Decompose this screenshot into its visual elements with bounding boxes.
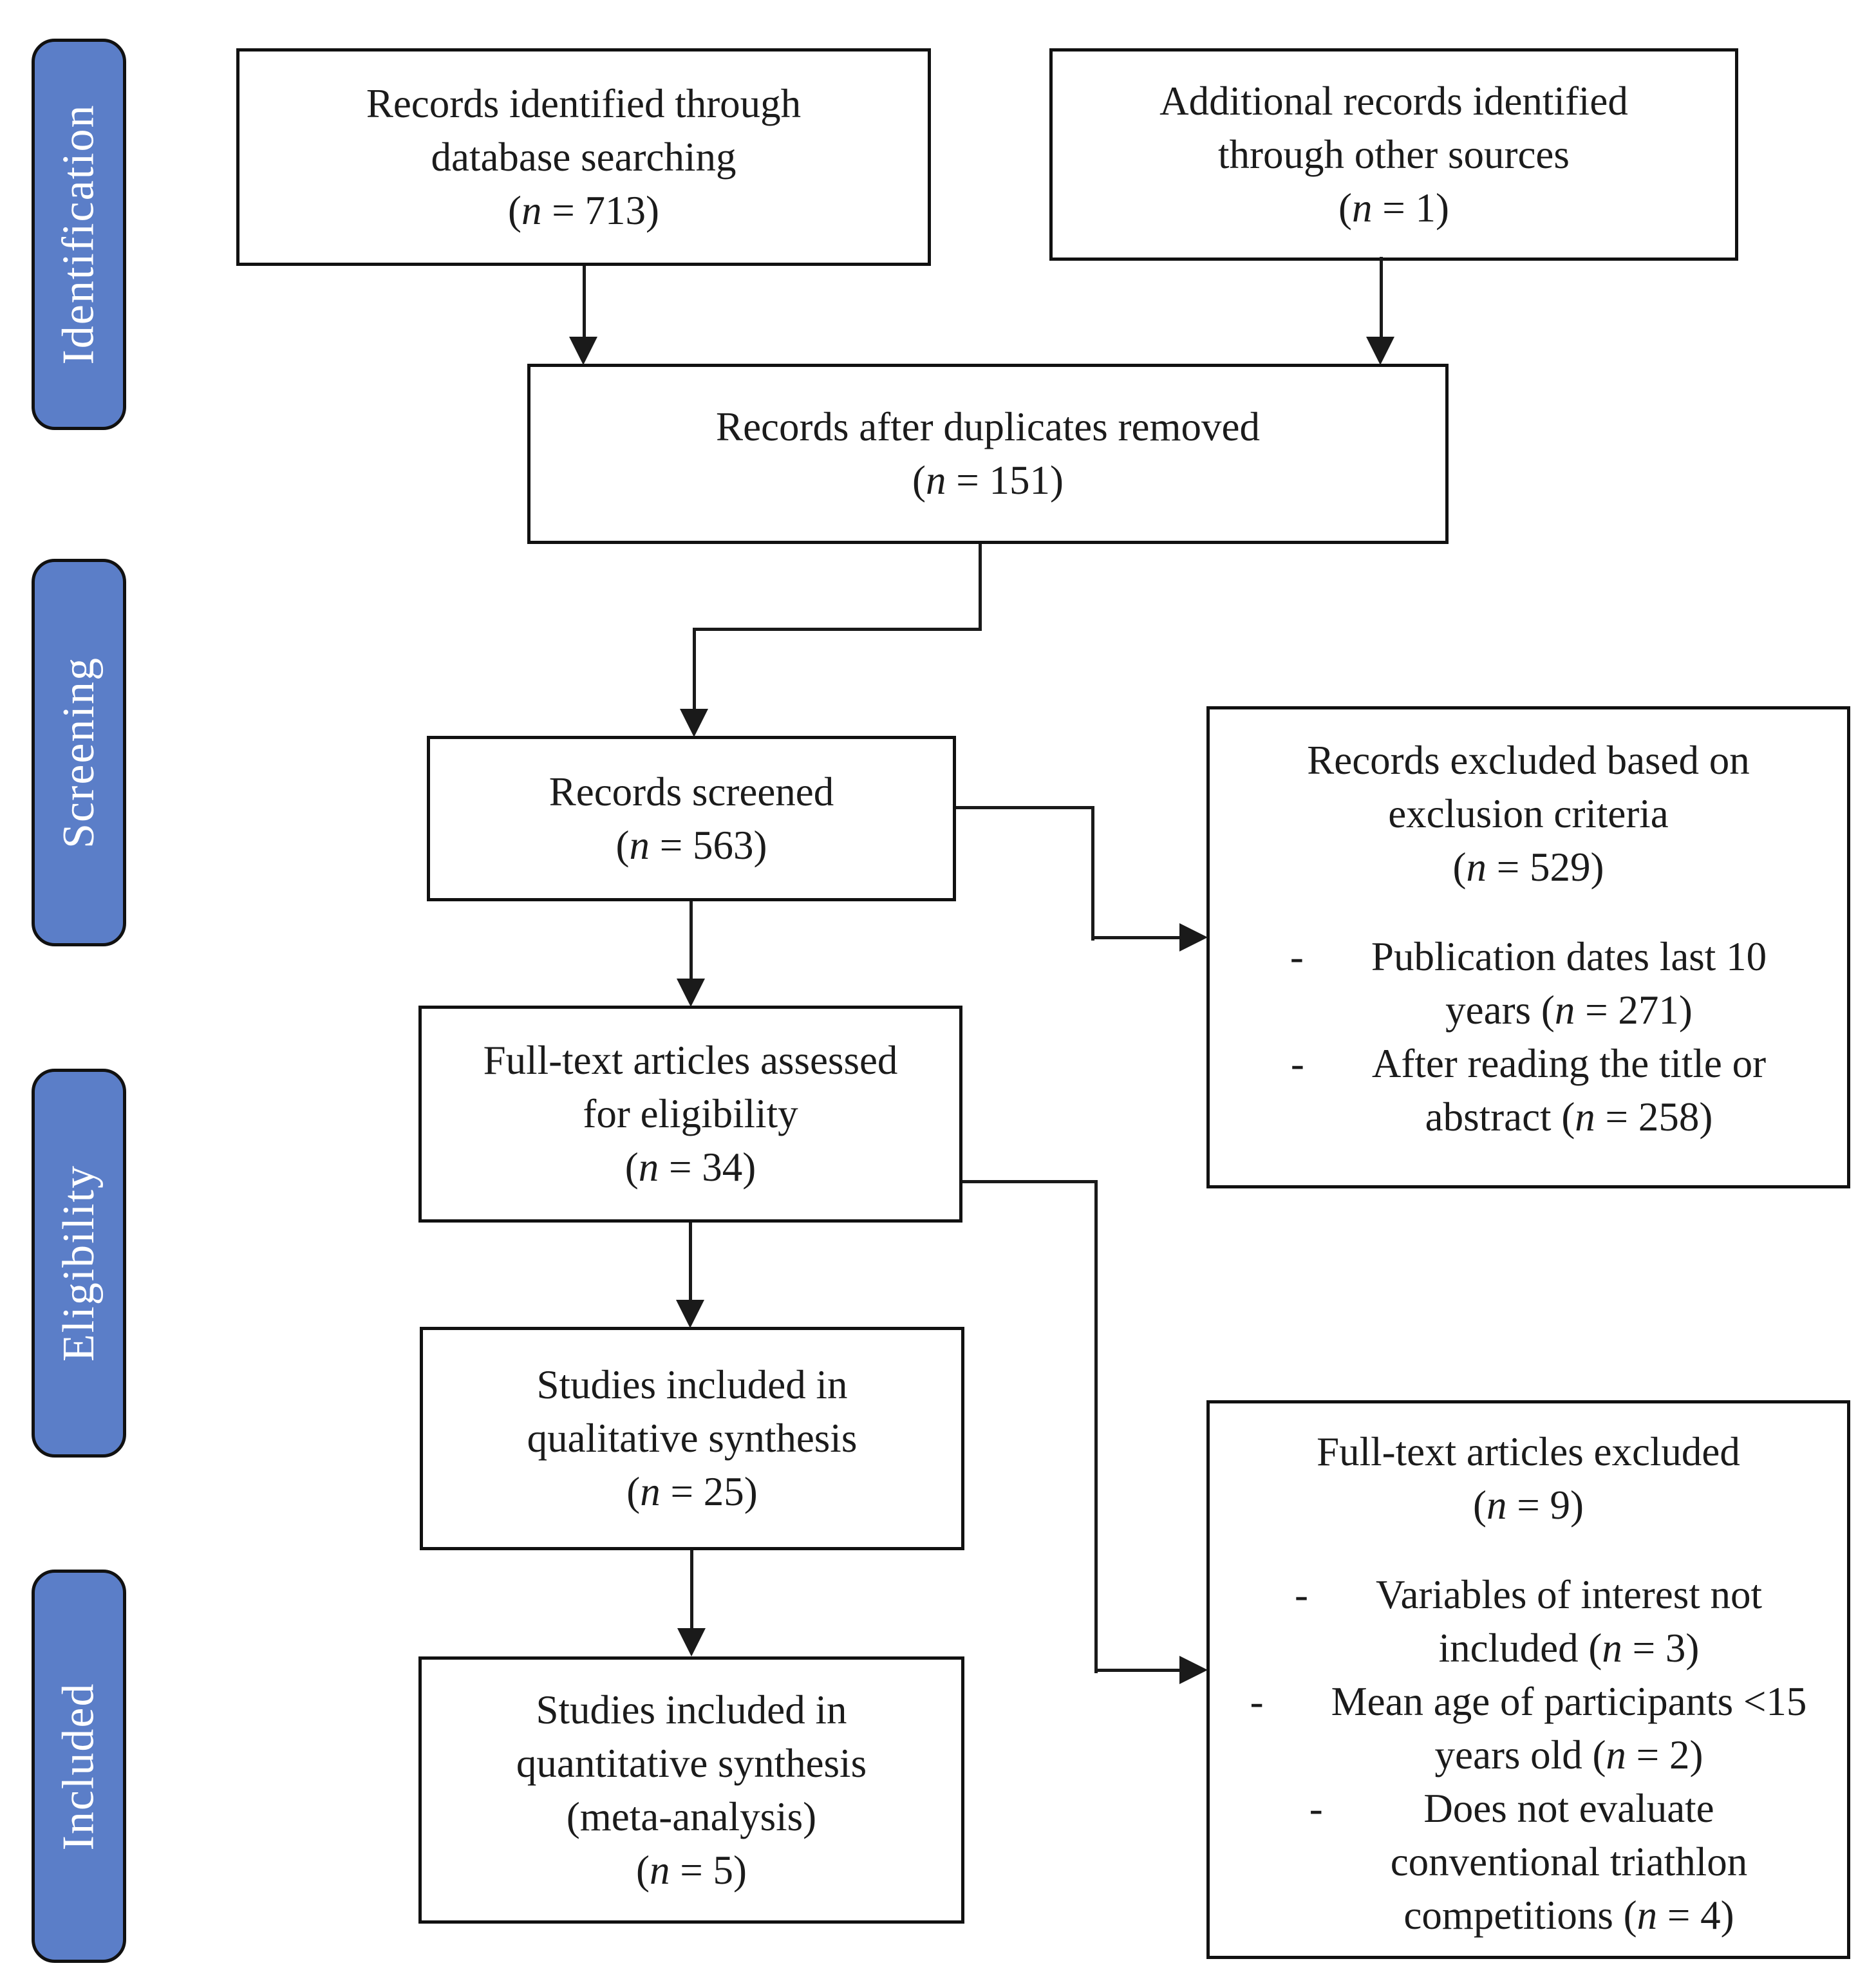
bullet-text: Variables of interest not included (n = …: [1375, 1572, 1763, 1671]
arrowhead-down-icon: [569, 337, 597, 365]
bullet-dash: -: [1294, 1572, 1308, 1617]
box-label: Additional records identified through ot…: [1159, 78, 1628, 230]
exclusion-reason-list: - Publication dates last 10 years (n = 2…: [1229, 930, 1828, 1144]
box-additional-records: Additional records identified through ot…: [1049, 48, 1738, 261]
arrowhead-down-icon: [1366, 337, 1394, 365]
connector-fulltext-to-excluded-segment: [1094, 1669, 1181, 1672]
bullet-dash: -: [1250, 1679, 1264, 1724]
box-records-screened: Records screened (n = 563): [427, 736, 956, 901]
bullet-text: After reading the title or abstract (n =…: [1371, 1041, 1767, 1139]
bullet-dash: -: [1290, 1041, 1304, 1086]
box-records-identified: Records identified through database sear…: [236, 48, 931, 266]
arrowhead-down-icon: [680, 709, 708, 737]
box-label: Records excluded based on exclusion crit…: [1307, 738, 1750, 890]
connector-screened-to-excluded-segment: [1091, 806, 1094, 941]
bullet-text: Mean age of participants <15 years old (…: [1331, 1679, 1807, 1777]
stage-label-text: Eligibility: [53, 1165, 104, 1362]
list-item: - Mean age of participants <15 years old…: [1229, 1675, 1828, 1782]
box-qualitative-synthesis: Studies included in qualitative synthesi…: [420, 1327, 964, 1550]
list-item: - Variables of interest not included (n …: [1229, 1568, 1828, 1675]
box-label: Studies included in qualitative synthesi…: [527, 1362, 858, 1514]
arrowhead-right-icon: [1179, 923, 1208, 952]
connector-screened-to-excluded-segment: [1091, 936, 1181, 939]
list-item: - After reading the title or abstract (n…: [1229, 1037, 1828, 1144]
arrowhead-down-icon: [677, 1628, 706, 1656]
connector-fulltext-to-excluded-segment: [1094, 1180, 1098, 1673]
connector-identified-to-duplicates: [583, 266, 586, 338]
box-label: Full-text articles excluded (n = 9): [1317, 1429, 1740, 1528]
box-records-excluded: Records excluded based on exclusion crit…: [1206, 706, 1850, 1188]
stage-label-text: Included: [53, 1682, 104, 1850]
box-label: Records after duplicates removed (n = 15…: [716, 404, 1260, 503]
box-duplicates-removed: Records after duplicates removed (n = 15…: [527, 364, 1449, 544]
box-quantitative-synthesis: Studies included in quantitative synthes…: [418, 1656, 964, 1924]
exclusion-reason-list: - Variables of interest not included (n …: [1229, 1568, 1828, 1942]
stage-label-text: Screening: [53, 657, 104, 849]
stage-label-screening: Screening: [32, 559, 126, 946]
box-fulltext-excluded: Full-text articles excluded (n = 9) - Va…: [1206, 1400, 1850, 1959]
connector-duplicates-to-screened-segment: [979, 544, 982, 631]
list-item: - Does not evaluate conventional triathl…: [1229, 1782, 1828, 1942]
box-label: Studies included in quantitative synthes…: [516, 1687, 867, 1893]
arrowhead-down-icon: [677, 979, 705, 1007]
connector-additional-to-duplicates: [1380, 257, 1383, 337]
bullet-text: Publication dates last 10 years (n = 271…: [1371, 934, 1767, 1033]
box-label: Records screened (n = 563): [549, 769, 834, 868]
arrowhead-right-icon: [1179, 1656, 1208, 1684]
stage-label-eligibility: Eligibility: [32, 1069, 126, 1458]
connector-fulltext-to-excluded-segment: [962, 1180, 1098, 1183]
connector-qualitative-to-quantitative: [690, 1550, 693, 1629]
box-fulltext-assessed: Full-text articles assessed for eligibil…: [418, 1006, 962, 1223]
connector-fulltext-to-qualitative: [689, 1223, 692, 1301]
stage-label-text: Identification: [53, 104, 104, 365]
bullet-text: Does not evaluate conventional triathlon…: [1390, 1786, 1748, 1938]
stage-label-included: Included: [32, 1570, 126, 1963]
box-label: Records identified through database sear…: [366, 80, 802, 233]
connector-duplicates-to-screened-segment: [693, 628, 982, 631]
box-label: Full-text articles assessed for eligibil…: [483, 1038, 898, 1190]
arrowhead-down-icon: [676, 1300, 704, 1328]
bullet-dash: -: [1309, 1786, 1323, 1831]
connector-screened-to-excluded-segment: [956, 806, 1094, 809]
connector-screened-to-fulltext: [690, 901, 693, 980]
connector-duplicates-to-screened-segment: [693, 628, 696, 711]
list-item: - Publication dates last 10 years (n = 2…: [1229, 930, 1828, 1037]
stage-label-identification: Identification: [32, 39, 126, 430]
bullet-dash: -: [1290, 934, 1304, 979]
